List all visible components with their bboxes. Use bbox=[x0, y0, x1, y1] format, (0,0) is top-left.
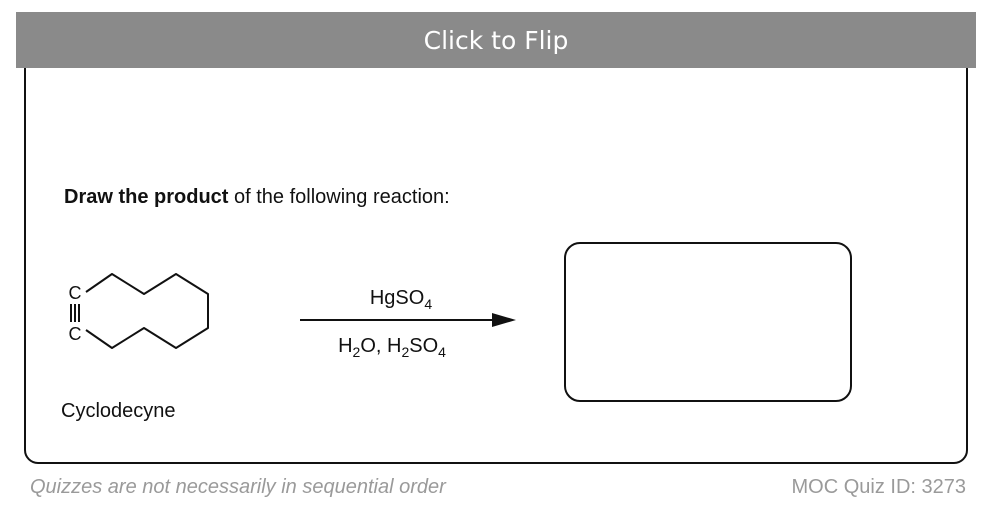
cyclodecyne-structure bbox=[70, 273, 209, 349]
question-bold: Draw the product bbox=[64, 186, 229, 208]
question-prompt: Draw the product of the following reacti… bbox=[64, 186, 450, 209]
quiz-id: MOC Quiz ID: 3273 bbox=[791, 476, 966, 498]
question-rest: of the following reaction: bbox=[228, 186, 450, 208]
alkyne-carbon-top: C bbox=[69, 283, 82, 303]
reagent-below: H2O, H2SO4 bbox=[338, 335, 446, 360]
reactant-name: Cyclodecyne bbox=[61, 400, 176, 422]
reaction-arrow bbox=[300, 313, 516, 327]
reagent-above: HgSO4 bbox=[370, 287, 432, 312]
answer-box[interactable] bbox=[564, 242, 852, 402]
footer-note: Quizzes are not necessarily in sequentia… bbox=[30, 476, 446, 498]
click-to-flip-bar[interactable]: Click to Flip bbox=[16, 12, 976, 68]
flip-label: Click to Flip bbox=[423, 25, 569, 55]
alkyne-carbon-bottom: C bbox=[69, 324, 82, 344]
